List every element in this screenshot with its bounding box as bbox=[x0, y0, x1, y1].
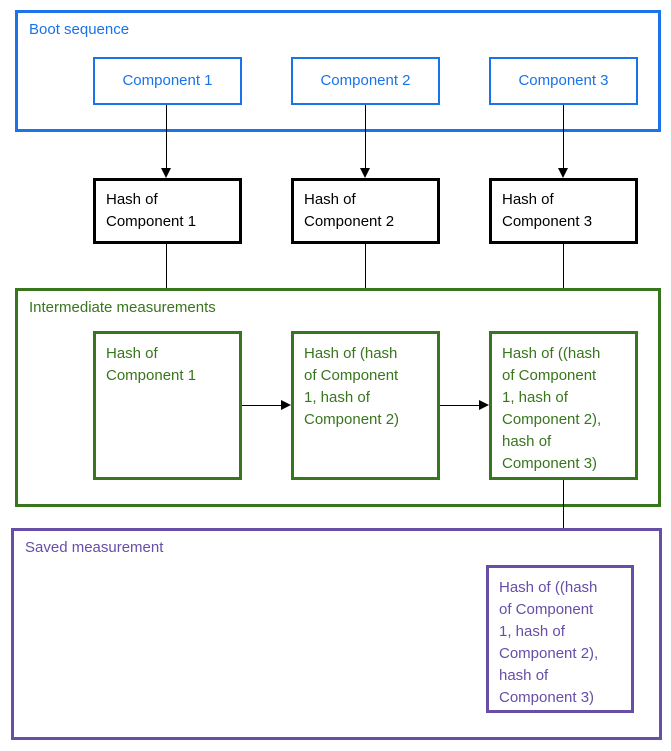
intermediate-measurement-1-box: Hash of Component 1 bbox=[93, 331, 242, 480]
intermediate-measurement-2-text: Hash of (hash of Component 1, hash of Co… bbox=[304, 345, 400, 428]
hash-of-component-2-box: Hash of Component 2 bbox=[291, 178, 440, 244]
arrow-shaft bbox=[563, 244, 564, 322]
boot-sequence-label: Boot sequence bbox=[29, 21, 130, 38]
intermediate-measurement-2-box: Hash of (hash of Component 1, hash of Co… bbox=[291, 331, 440, 480]
arrow-head bbox=[479, 400, 489, 410]
arrow-shaft bbox=[166, 244, 167, 322]
arrow-head bbox=[161, 168, 171, 178]
arrow-shaft bbox=[365, 244, 366, 322]
component-1-box: Component 1 bbox=[93, 57, 242, 105]
component-2-box: Component 2 bbox=[291, 57, 440, 105]
arrow-shaft bbox=[242, 405, 282, 406]
hash-of-component-1-text: Hash of Component 1 bbox=[106, 191, 197, 230]
hash-of-component-2-text: Hash of Component 2 bbox=[304, 191, 395, 230]
arrow-head bbox=[281, 400, 291, 410]
arrow-shaft bbox=[166, 105, 167, 169]
saved-measurement-text: Hash of ((hash of Component 1, hash of C… bbox=[499, 579, 599, 706]
arrow-shaft bbox=[365, 105, 366, 169]
intermediate-measurement-1-text: Hash of Component 1 bbox=[106, 345, 197, 384]
arrow-head bbox=[360, 168, 370, 178]
arrow-shaft bbox=[563, 480, 564, 556]
component-2-label: Component 2 bbox=[320, 72, 411, 89]
intermediate-measurement-3-box: Hash of ((hash of Component 1, hash of C… bbox=[489, 331, 638, 480]
saved-measurement-label: Saved measurement bbox=[25, 539, 164, 556]
hash-of-component-1-box: Hash of Component 1 bbox=[93, 178, 242, 244]
intermediate-measurements-label: Intermediate measurements bbox=[29, 299, 216, 316]
component-3-label: Component 3 bbox=[518, 72, 609, 89]
arrow-head bbox=[558, 168, 568, 178]
component-1-label: Component 1 bbox=[122, 72, 213, 89]
hash-of-component-3-text: Hash of Component 3 bbox=[502, 191, 593, 230]
intermediate-measurement-3-text: Hash of ((hash of Component 1, hash of C… bbox=[502, 345, 602, 472]
saved-measurement-box: Hash of ((hash of Component 1, hash of C… bbox=[486, 565, 634, 713]
component-3-box: Component 3 bbox=[489, 57, 638, 105]
arrow-shaft bbox=[563, 105, 564, 169]
arrow-shaft bbox=[440, 405, 480, 406]
hash-of-component-3-box: Hash of Component 3 bbox=[489, 178, 638, 244]
